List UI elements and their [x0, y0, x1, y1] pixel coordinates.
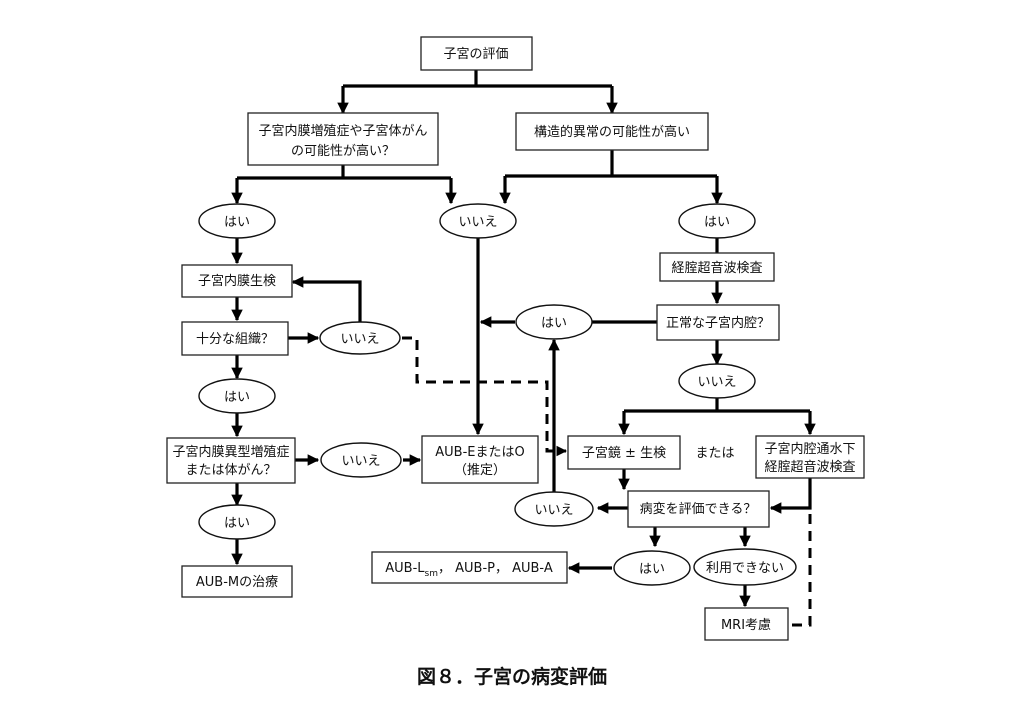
node-no-2-label: いいえ	[340, 332, 379, 347]
node-no-5	[514, 491, 594, 527]
node-mri-label: MRI考慮	[721, 618, 771, 633]
node-aub-m-treatment	[181, 565, 293, 598]
node-unavailable-label: 利用できない	[706, 561, 784, 576]
node-no-4	[320, 442, 402, 478]
or-label: または	[695, 446, 734, 461]
node-no-3	[678, 363, 756, 399]
node-uterus-eval-label: 子宮の評価	[443, 46, 508, 62]
node-atypical-question-line2: または体がん？	[185, 463, 276, 478]
node-lesion-eval-question-label: 病変を評価できる？	[640, 501, 757, 517]
node-hyperplasia-question	[247, 112, 439, 166]
node-hyperplasia-question-line2: の可能性が高い？	[291, 143, 395, 159]
node-no-1	[439, 203, 517, 239]
node-normal-cavity-question	[656, 304, 780, 341]
node-tvus	[659, 252, 775, 282]
node-atypical-question	[166, 437, 296, 484]
figure-caption: 図８．子宮の病変評価	[417, 665, 607, 688]
node-no-1-label: いいえ	[458, 215, 497, 230]
node-sis	[755, 435, 865, 479]
node-yes-3	[198, 378, 276, 414]
edge-sis-lesion	[769, 478, 812, 514]
node-sis-line1: 子宮内腔通水下	[764, 441, 855, 457]
node-yes-4	[515, 304, 593, 340]
node-no-5-label: いいえ	[534, 503, 573, 518]
node-aub-lpa-pre: AUB-L	[385, 561, 425, 576]
node-sufficient-question-label: 十分な組織？	[196, 332, 274, 347]
node-endometrial-biopsy	[181, 264, 293, 298]
node-hyperplasia-question-line1: 子宮内膜増殖症や子宮体がん	[258, 123, 427, 139]
node-yes-6-label: はい	[639, 562, 665, 577]
node-endometrial-biopsy-label: 子宮内膜生検	[198, 273, 276, 289]
node-no-2	[319, 321, 401, 355]
node-yes-5-label: はい	[224, 516, 250, 531]
node-aub-eo	[421, 435, 539, 484]
node-hysteroscopy-label: 子宮鏡 ± 生検	[582, 445, 666, 461]
node-structural-question	[515, 112, 709, 151]
node-normal-cavity-question-label: 正常な子宮内腔？	[666, 315, 770, 331]
node-tvus-label: 経腟超音波検査	[671, 260, 762, 276]
node-mri	[704, 607, 789, 641]
node-yes-1-label: はい	[224, 215, 250, 230]
node-yes-3-label: はい	[224, 390, 250, 405]
edge-no2-biopsy	[291, 276, 362, 322]
node-aub-lpa-sub: sm	[425, 569, 438, 579]
node-aub-lpa-label: AUB-Lsm， AUB-P， AUB-A	[385, 561, 553, 579]
node-aub-lpa	[371, 551, 568, 584]
node-sis-line2: 経腟超音波検査	[764, 459, 855, 475]
node-uterus-eval	[420, 36, 533, 71]
node-yes-1	[198, 203, 276, 239]
node-aub-lpa-post: ， AUB-P， AUB-A	[438, 561, 553, 576]
node-unavailable	[693, 548, 797, 586]
node-yes-4-label: はい	[541, 316, 567, 331]
node-yes-2	[678, 203, 756, 239]
node-yes-5	[198, 504, 276, 540]
node-structural-question-label: 構造的異常の可能性が高い	[534, 124, 690, 140]
node-lesion-eval-question	[627, 490, 770, 528]
node-hysteroscopy	[567, 435, 681, 470]
node-no-4-label: いいえ	[341, 454, 380, 469]
node-yes-2-label: はい	[704, 215, 730, 230]
edges	[231, 70, 816, 627]
node-yes-6	[613, 550, 691, 586]
node-no-3-label: いいえ	[697, 375, 736, 390]
node-atypical-question-line1: 子宮内膜異型増殖症	[172, 444, 289, 460]
node-aub-m-treatment-label: AUB-Mの治療	[196, 575, 278, 590]
node-aub-eo-line2: （推定）	[454, 463, 506, 478]
node-aub-eo-line1: AUB-EまたはO	[435, 445, 524, 460]
node-sufficient-question	[181, 321, 289, 356]
edge-dashed-sis-mri	[790, 480, 812, 627]
edge-dashed-no2-hysteroscopy	[402, 336, 568, 457]
